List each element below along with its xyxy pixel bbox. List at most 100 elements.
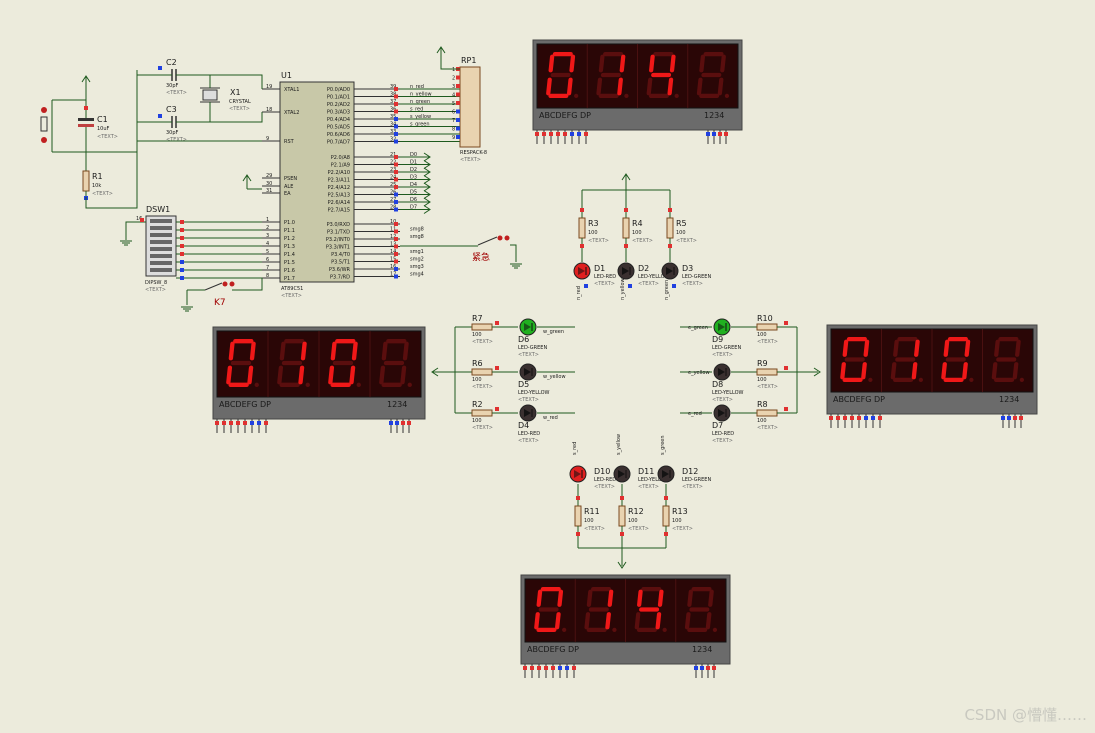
pin-marker <box>394 139 398 144</box>
ic-pin-number: 1 <box>266 217 269 223</box>
pin-marker <box>140 218 144 222</box>
resistor-text: <TEXT> <box>584 526 605 532</box>
display-segment-label: ABCDEFG DP <box>539 111 591 120</box>
resistor-pack-body <box>459 66 481 148</box>
display-segment-b <box>351 341 358 361</box>
net-label: D0 <box>410 152 417 158</box>
display-segment-a <box>897 337 918 342</box>
net-label: n_red <box>576 286 582 300</box>
pin-marker <box>394 229 398 234</box>
pin-marker <box>394 185 398 189</box>
net-label: D3 <box>410 175 417 181</box>
resistor-body <box>756 323 778 331</box>
ic-pin-number: 39 <box>390 84 396 90</box>
led-text: <TEXT> <box>712 352 733 358</box>
switch-terminal <box>497 235 503 241</box>
reset-button[interactable] <box>40 107 48 143</box>
resistor-body <box>471 323 493 331</box>
ic-pin-number: 25 <box>390 182 396 188</box>
switch-emergency[interactable]: 紧急 <box>472 235 510 264</box>
led-ref: D12 <box>682 467 698 476</box>
led-type: LED-GREEN <box>518 345 547 351</box>
crystal-text: <TEXT> <box>229 106 250 112</box>
pin-marker <box>394 207 398 212</box>
net-label: s_green <box>660 435 666 455</box>
net-label: e_yellow <box>688 370 710 376</box>
switch-k7[interactable]: K7 <box>204 281 235 309</box>
pin-marker <box>394 237 398 241</box>
power-icon <box>242 174 252 189</box>
pin-marker <box>236 421 240 425</box>
resistor-pack-pin: 2 <box>452 76 455 82</box>
switch-lever <box>204 282 223 291</box>
crystal-ref: X1 <box>230 88 241 97</box>
wire <box>232 278 263 291</box>
display-segment-g <box>639 607 660 612</box>
display-segment-g <box>538 607 559 612</box>
display-segment-f <box>943 339 950 357</box>
resistor-pack-value: RESPACK-8 <box>460 150 487 156</box>
pin-marker <box>180 236 184 240</box>
resistor-ref: R9 <box>757 359 768 368</box>
pin-marker <box>495 407 499 411</box>
ic-pin-number: 26 <box>390 190 396 196</box>
display-segment-e <box>840 362 846 380</box>
pin-marker <box>394 109 398 114</box>
ic-pin-name: P0.7/AD7 <box>327 140 350 146</box>
ic-pin-number: 35 <box>390 114 396 120</box>
net-label: n_yellow <box>410 92 432 98</box>
display-segment-g <box>996 357 1017 362</box>
display-segment-g <box>701 72 722 78</box>
display-segment-label: ABCDEFG DP <box>833 395 885 404</box>
led-diode-symbol <box>524 323 531 331</box>
display-segment-a <box>335 339 356 344</box>
pin-marker <box>706 666 710 670</box>
led-type: LED-YELLOW <box>712 390 744 396</box>
ic-pin-number: 23 <box>390 167 396 173</box>
display-segment-dp <box>624 93 629 98</box>
display-segment-a <box>552 52 573 57</box>
pin-marker <box>158 66 162 70</box>
capacitor-plate <box>78 118 94 121</box>
pin-marker <box>724 132 728 136</box>
switch-lever <box>477 236 498 246</box>
display-common-label: 1234 <box>387 400 407 409</box>
led-text: <TEXT> <box>638 484 659 490</box>
resistor-ref: R5 <box>676 219 687 228</box>
resistor-value: 100 <box>632 230 642 236</box>
wire <box>440 61 460 70</box>
